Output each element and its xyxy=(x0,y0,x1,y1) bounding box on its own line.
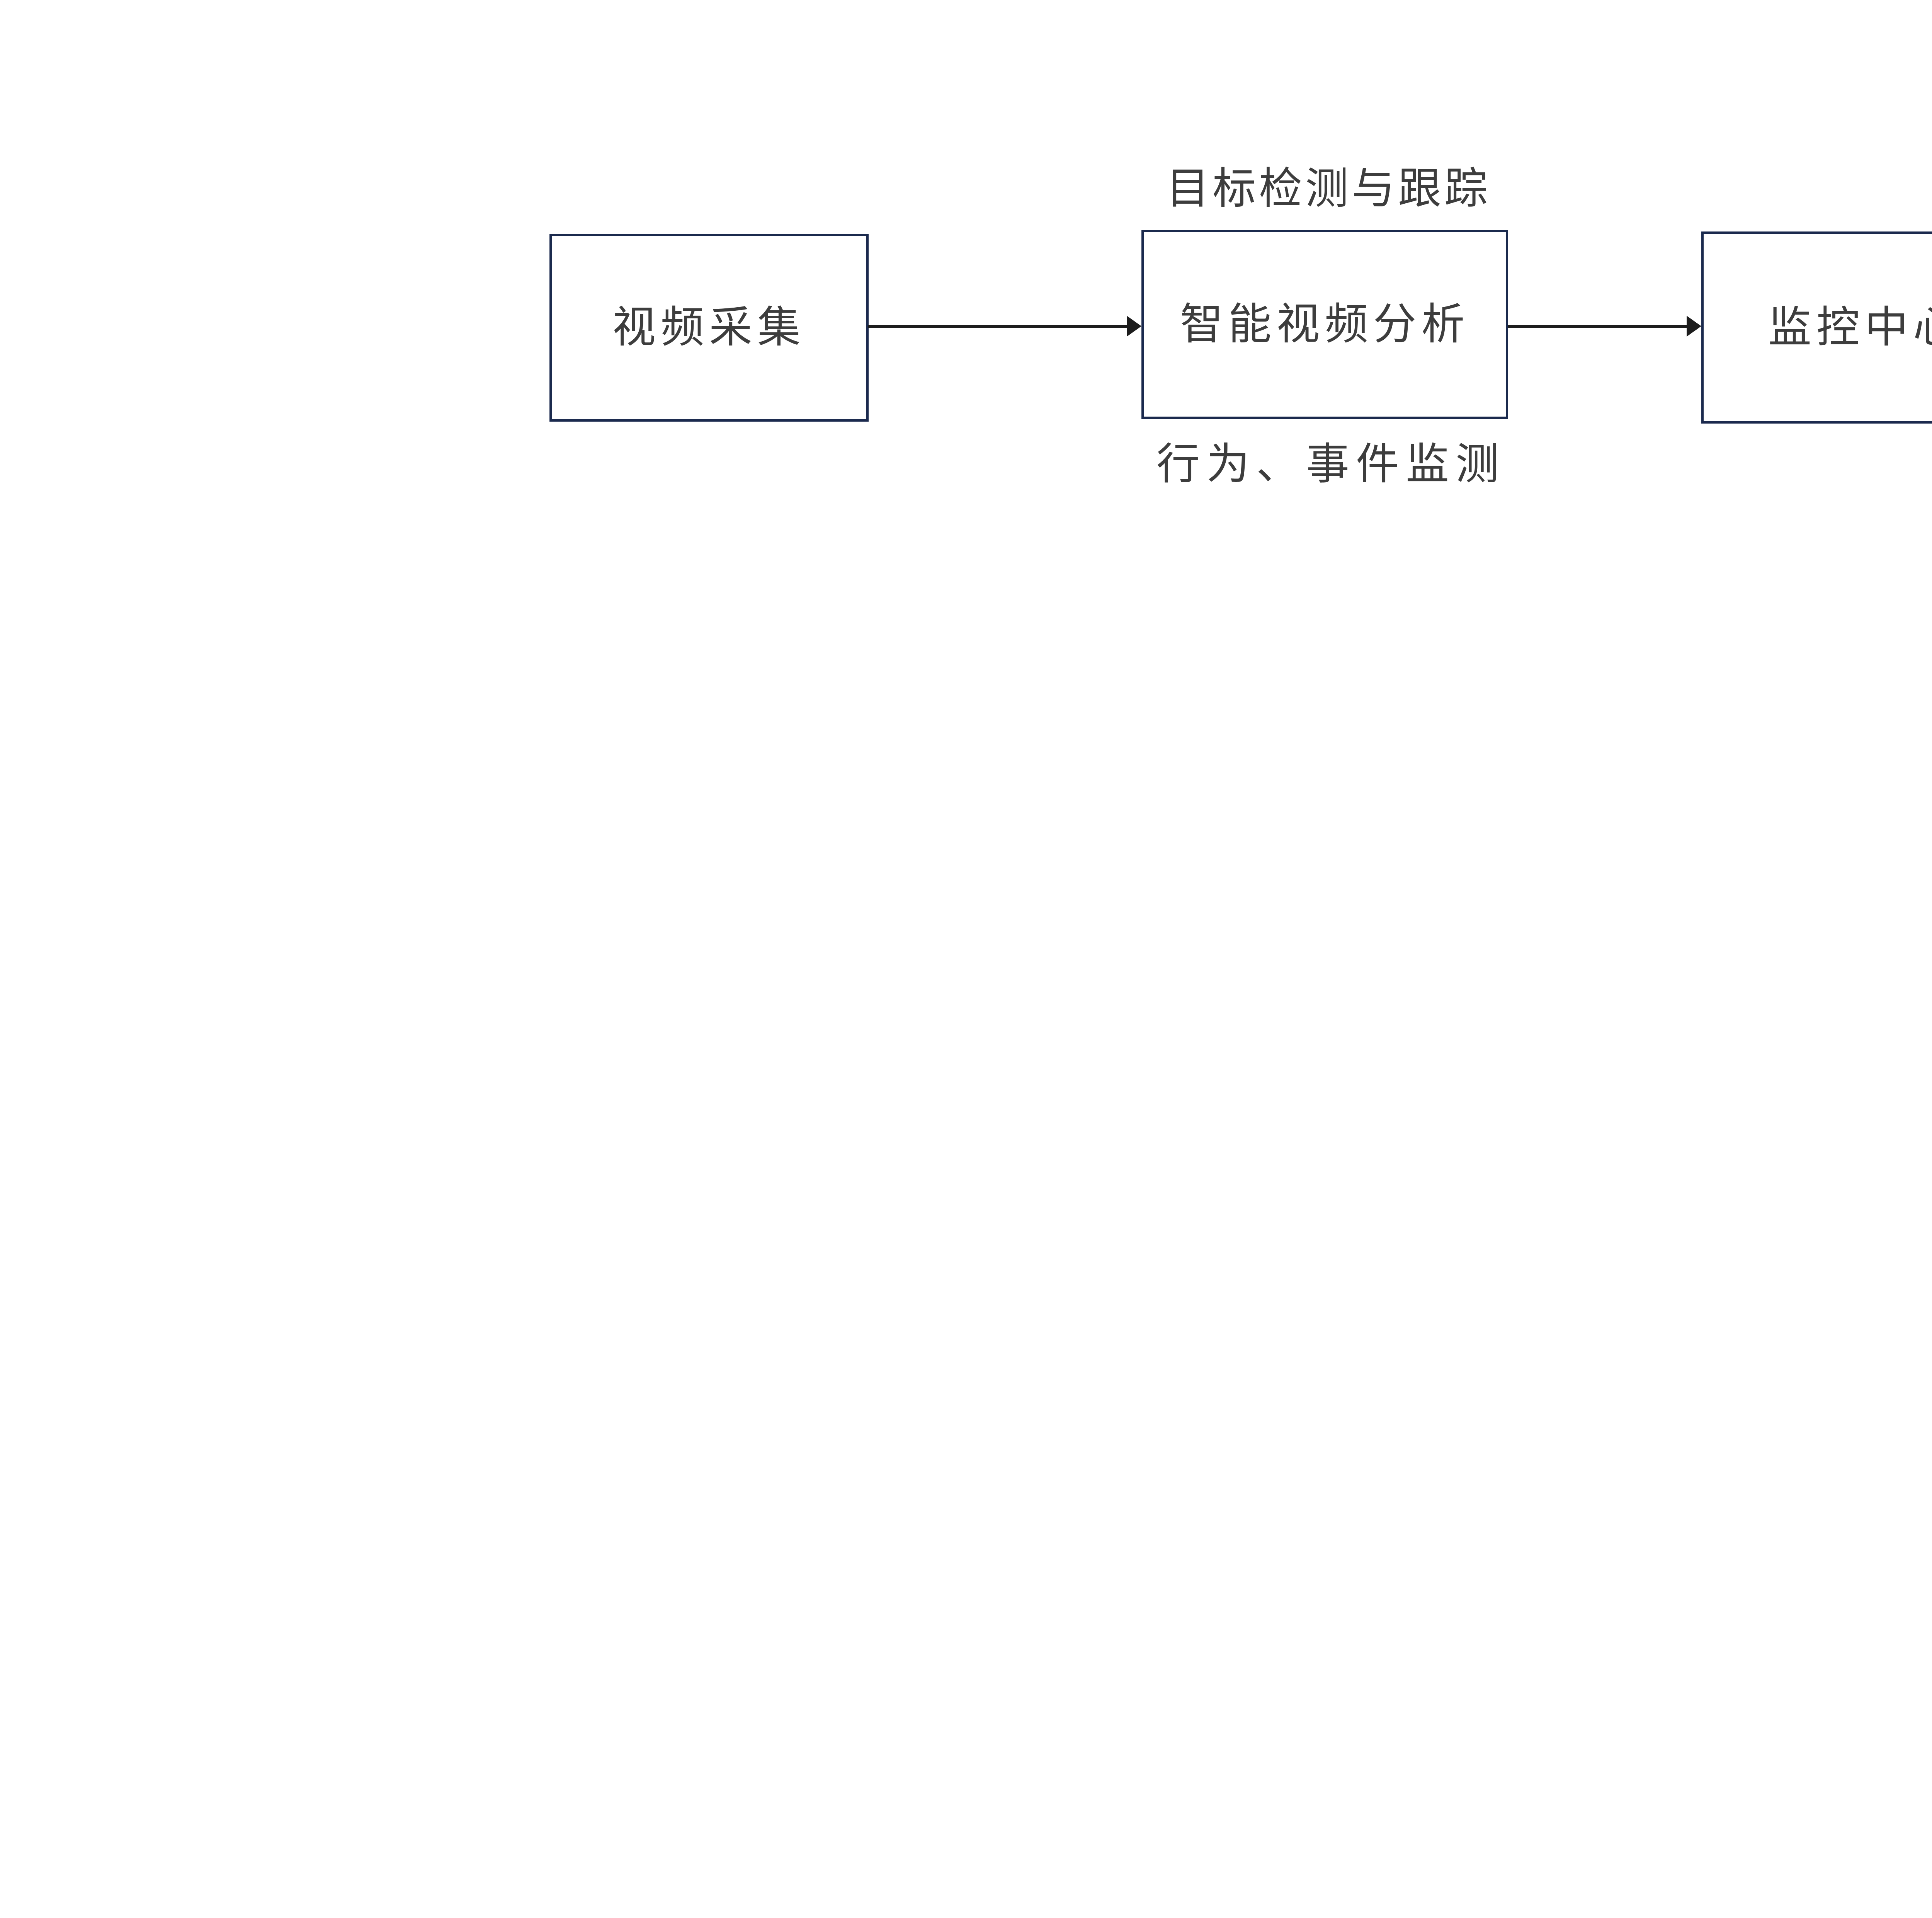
node-monitoring-center-label: 监控中心 xyxy=(1768,303,1932,352)
node-intelligent-video-analysis-label: 智能视频分析 xyxy=(1180,300,1470,349)
arrow-analysis-to-center xyxy=(1508,316,1701,337)
node-monitoring-center: 监控中心 xyxy=(1701,231,1932,424)
node-video-capture: 视频采集 xyxy=(549,234,869,422)
arrow-capture-to-analysis xyxy=(868,316,1141,337)
arrow-line xyxy=(1508,325,1687,328)
arrow-head-right-icon xyxy=(1687,316,1701,337)
node-intelligent-video-analysis: 智能视频分析 xyxy=(1141,230,1508,419)
arrow-line xyxy=(868,325,1127,328)
arrow-head-right-icon xyxy=(1127,316,1141,337)
annotation-behavior-event-monitoring: 行为、事件监测 xyxy=(1156,441,1505,488)
node-video-capture-label: 视频采集 xyxy=(612,304,806,352)
annotation-target-detection-tracking: 目标检测与跟踪 xyxy=(1166,165,1491,213)
